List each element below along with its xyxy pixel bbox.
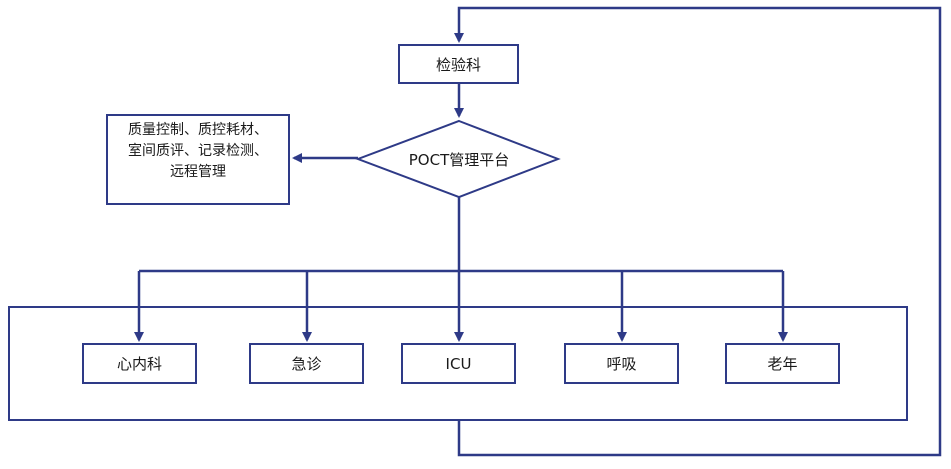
feedback-loop-line [454,6,942,457]
department-label: 老年 [767,355,798,373]
platform-label: POCT管理平台 [408,151,510,169]
functions-note: 质量控制、质控耗材、 室间质评、记录检测、 远程管理 [106,114,290,205]
department-emergency: 急诊 [249,343,364,384]
functions-line: 远程管理 [170,164,226,180]
functions-line: 质量控制、质控耗材、 [128,122,268,138]
department-respiratory: 呼吸 [564,343,679,384]
department-icu: ICU [401,343,516,384]
department-geriatrics: 老年 [725,343,840,384]
lab-node: 检验科 [398,44,519,84]
department-label: ICU [445,354,472,373]
functions-line: 室间质评、记录检测、 [128,143,268,159]
department-label: 呼吸 [606,355,637,373]
department-label: 急诊 [291,355,322,373]
department-cardiology: 心内科 [82,343,197,384]
department-label: 心内科 [116,355,162,373]
lab-node-label: 检验科 [435,55,481,74]
